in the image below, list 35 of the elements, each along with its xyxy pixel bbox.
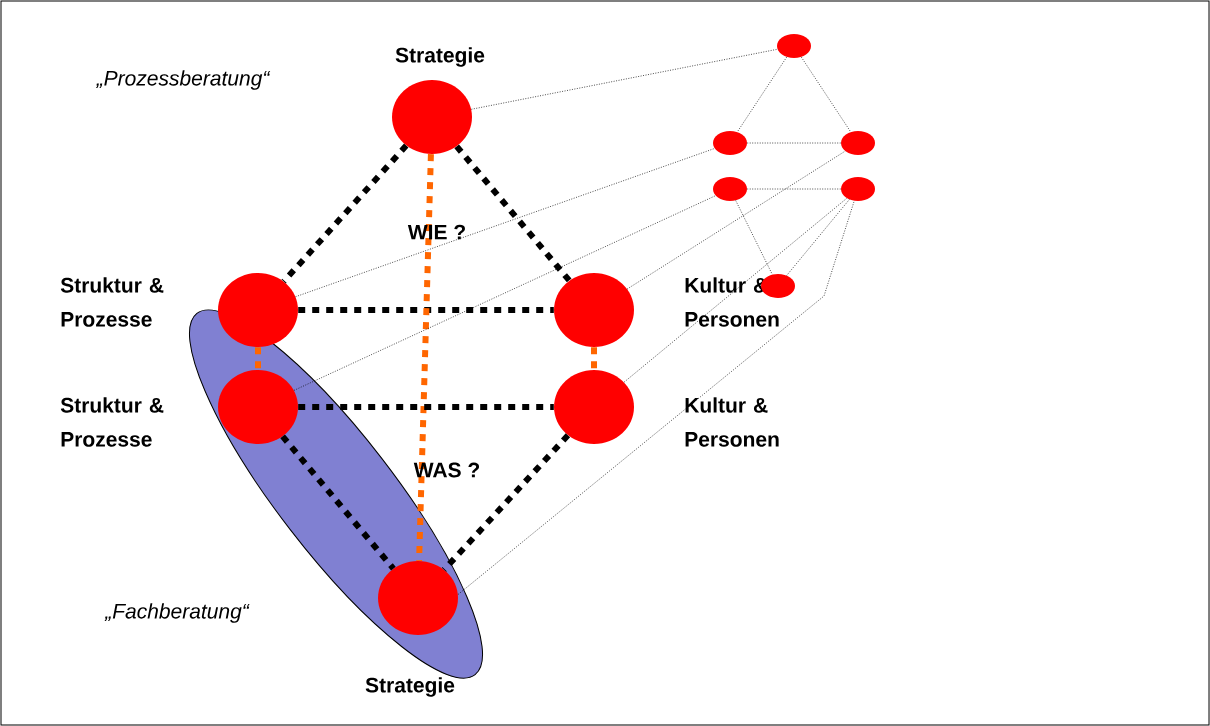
circle [713,177,747,201]
dotted-line [746,188,842,190]
circle [841,177,875,201]
dashed-line [281,143,409,284]
dotted-line [295,148,715,298]
circle [841,131,875,155]
dashed-line [441,433,571,572]
node-label: Kultur & Personen [685,397,779,447]
dotted-line [623,197,848,383]
annotation: WIE ? [407,224,465,240]
dashed-line [298,404,554,410]
dashed-line [255,347,261,370]
annotation: „Prozessberatung“ [95,70,271,90]
dotted-line [626,150,846,290]
circle [777,34,811,58]
circle [713,131,747,155]
dashed-line [454,144,572,283]
dashed-line [280,434,396,571]
dotted-line [786,199,850,276]
node-label: Struktur & Prozesse [60,277,164,327]
annotation: WAS ? [413,462,480,478]
node-label: Strategie [395,47,485,67]
dashed-line [416,154,434,561]
annotation: „Fachberatung“ [104,603,250,623]
dotted-line [470,48,778,110]
dotted-line [735,200,773,275]
dotted-line [457,200,855,595]
dashed-line [298,307,554,313]
node-label: Struktur & Prozesse [60,397,164,447]
dashed-line [591,347,597,370]
dotted-line [746,142,842,144]
node-label: Strategie [365,677,455,697]
dotted-line [293,195,716,391]
dotted-line [800,56,852,133]
dotted-line [736,56,788,133]
